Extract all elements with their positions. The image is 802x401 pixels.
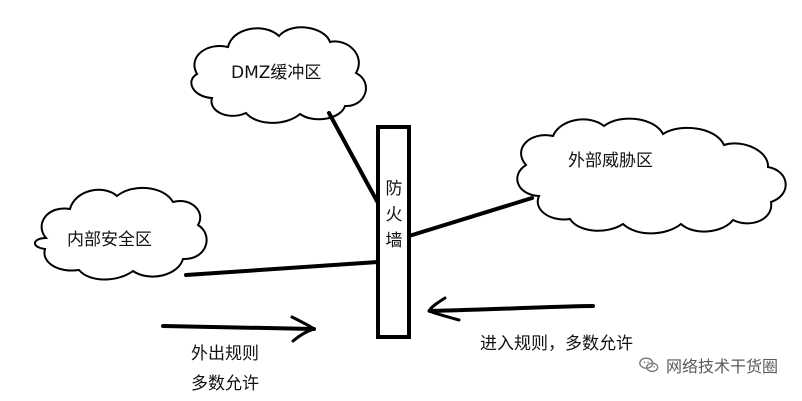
firewall-label: 防 火 墙 xyxy=(382,176,406,254)
dmz-cloud xyxy=(190,26,367,124)
firewall-char-2: 火 xyxy=(385,205,403,225)
external-to-firewall-link xyxy=(407,196,534,238)
outbound-rule-line-1: 外出规则 xyxy=(191,344,259,364)
watermark: 网络技术干货圈 xyxy=(638,353,778,377)
dmz-zone-label: DMZ缓冲区 xyxy=(231,63,322,83)
watermark-text: 网络技术干货圈 xyxy=(665,357,778,376)
firewall-box xyxy=(376,125,411,339)
internal-cloud xyxy=(34,186,208,281)
wechat-icon xyxy=(638,354,660,376)
dmz-to-firewall-link xyxy=(327,111,380,205)
external-zone-label: 外部威胁区 xyxy=(568,151,653,171)
internal-zone-label: 内部安全区 xyxy=(67,230,152,250)
firewall-char-3: 墙 xyxy=(385,231,403,251)
outbound-arrow xyxy=(161,315,316,343)
internal-to-firewall-link xyxy=(184,260,380,277)
inbound-arrow xyxy=(427,296,595,322)
inbound-rule-label: 进入规则，多数允许 xyxy=(480,334,633,354)
firewall-char-1: 防 xyxy=(385,179,403,199)
outbound-rule-line-2: 多数允许 xyxy=(191,374,259,394)
external-cloud xyxy=(516,117,787,235)
